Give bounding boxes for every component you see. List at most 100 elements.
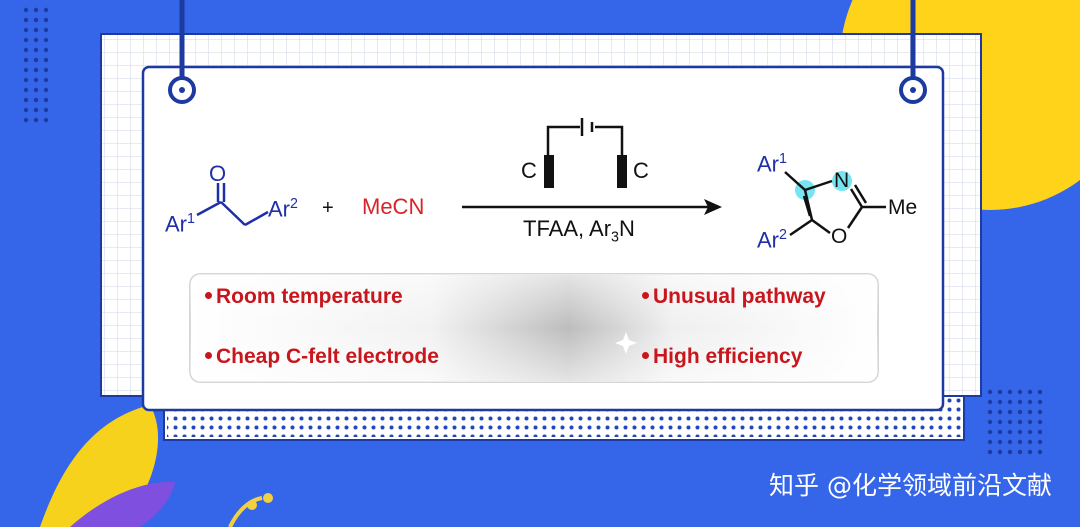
methyl-label: Me: [888, 196, 918, 219]
decor-dot: [23, 27, 29, 33]
decor-dot: [1007, 389, 1013, 395]
decor-dot: [1017, 389, 1023, 395]
advantage-cheap-electrode: Cheap C-felt electrode: [205, 346, 439, 367]
decor-dot: [23, 97, 29, 103]
decor-dot: [987, 429, 993, 435]
decor-dot: [43, 67, 49, 73]
decor-dot: [1017, 439, 1023, 445]
reactant-ar2-label: Ar2: [268, 196, 298, 222]
highlight-n: [832, 171, 852, 191]
decor-dot: [1017, 399, 1023, 405]
decor-dot: [43, 57, 49, 63]
decor-dot: [33, 47, 39, 53]
decor-dot: [1007, 409, 1013, 415]
decor-dot: [43, 107, 49, 113]
decor-dot: [997, 399, 1003, 405]
conditions-label: TFAA, Ar3N: [523, 216, 635, 246]
decor-dot: [1027, 419, 1033, 425]
decor-dot: [33, 117, 39, 123]
decor-dot: [987, 389, 993, 395]
electrolysis-circuit: [546, 118, 624, 155]
decor-dot: [1037, 399, 1043, 405]
decor-dot: [997, 409, 1003, 415]
electrode-right-label: C: [633, 158, 649, 183]
arrow-head-icon: [704, 199, 722, 215]
decor-dot: [1027, 429, 1033, 435]
decor-dot: [33, 97, 39, 103]
decor-dot: [23, 47, 29, 53]
decor-dot: [1027, 439, 1033, 445]
product-ar2-label: Ar2: [757, 227, 787, 253]
decor-dot: [43, 47, 49, 53]
decor-dot: [1037, 439, 1043, 445]
decor-dot: [33, 87, 39, 93]
decor-dot: [1017, 449, 1023, 455]
decor-dot: [43, 37, 49, 43]
decor-dot: [1017, 429, 1023, 435]
oxazole-o-label: O: [831, 225, 848, 248]
decor-dot: [1017, 409, 1023, 415]
decor-dot: [1027, 399, 1033, 405]
dot-pattern-right: [987, 389, 1043, 455]
decor-dot: [23, 17, 29, 23]
decor-dot: [1007, 439, 1013, 445]
sparkle-icon: [615, 332, 637, 354]
decor-dot: [1037, 389, 1043, 395]
decor-dot: [987, 419, 993, 425]
decor-dot: [1007, 429, 1013, 435]
decor-dot: [33, 107, 39, 113]
decor-dot: [43, 117, 49, 123]
decor-dot: [987, 439, 993, 445]
advantage-room-temperature: Room temperature: [205, 286, 403, 307]
electrode-right: [617, 155, 627, 188]
decor-dot: [1037, 429, 1043, 435]
decor-dot: [33, 17, 39, 23]
decor-dot: [33, 77, 39, 83]
decor-dot: [1007, 449, 1013, 455]
decor-dot: [43, 97, 49, 103]
decor-dot: [1007, 419, 1013, 425]
decor-dot: [23, 7, 29, 13]
decor-dot: [43, 77, 49, 83]
oxazole-ring: [784, 171, 886, 237]
decor-dot: [33, 37, 39, 43]
decor-dot: [1037, 409, 1043, 415]
decor-dot: [23, 37, 29, 43]
decor-dot: [33, 67, 39, 73]
decor-dot: [23, 87, 29, 93]
decor-dot: [23, 67, 29, 73]
mecn-label: MeCN: [362, 194, 425, 219]
plus-sign: +: [322, 197, 334, 219]
decor-dot: [997, 389, 1003, 395]
electrode-left: [544, 155, 554, 188]
electrode-left-label: C: [521, 158, 537, 183]
decor-dot: [23, 107, 29, 113]
decor-dot: [1027, 449, 1033, 455]
decor-dot: [1027, 389, 1033, 395]
decor-dot: [1007, 399, 1013, 405]
decor-dot: [997, 449, 1003, 455]
decor-dot: [43, 87, 49, 93]
decor-dot: [997, 429, 1003, 435]
decor-dot: [33, 7, 39, 13]
decor-dot: [1037, 449, 1043, 455]
advantage-unusual-pathway: Unusual pathway: [642, 286, 826, 307]
reactant-ar1-label: Ar1: [165, 211, 195, 237]
decor-dot: [33, 27, 39, 33]
decor-dot: [1037, 419, 1043, 425]
yellow-sprig-icon: [228, 496, 263, 527]
decor-dot: [33, 57, 39, 63]
ketone-oxygen-label: O: [209, 161, 227, 186]
decor-dot: [23, 117, 29, 123]
advantage-high-efficiency: High efficiency: [642, 346, 802, 367]
decor-dot: [23, 77, 29, 83]
decor-dot: [43, 17, 49, 23]
decor-dot: [987, 399, 993, 405]
decor-dot: [43, 27, 49, 33]
decor-dot: [997, 419, 1003, 425]
decor-dot: [987, 449, 993, 455]
decor-dot: [23, 57, 29, 63]
watermark: 知乎 @化学领域前沿文献: [769, 471, 1052, 500]
dot-pattern-left: [23, 7, 49, 123]
